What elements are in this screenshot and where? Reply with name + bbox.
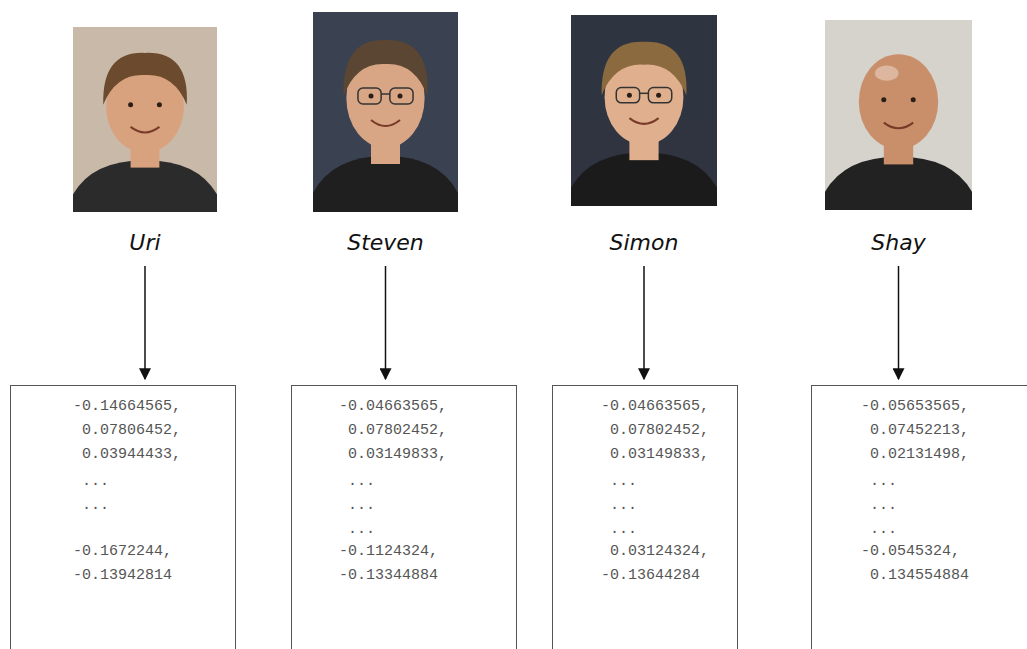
vector-value: ... <box>870 472 897 492</box>
person-node: Shay <box>825 20 972 258</box>
arrow-connector <box>643 266 645 379</box>
vector-value: -0.1672244, <box>73 542 172 562</box>
vector-value: 0.134554884 <box>870 566 969 586</box>
vector-value: -0.05653565, <box>861 397 969 417</box>
person-node: Steven <box>313 12 458 258</box>
vector-value: 0.07806452, <box>82 421 181 441</box>
vector-value: ... <box>610 472 637 492</box>
vector-value: -0.13344884 <box>339 566 438 586</box>
embedding-box: -0.04663565, 0.07802452, 0.03149833,......… <box>291 385 517 649</box>
vector-value: ... <box>610 496 637 516</box>
vector-value: 0.07802452, <box>348 421 447 441</box>
vector-value: ... <box>82 472 109 492</box>
vector-value: -0.13942814 <box>73 566 172 586</box>
vector-value: 0.07452213, <box>870 421 969 441</box>
arrow-connector <box>144 266 146 379</box>
arrow-connector <box>385 266 387 379</box>
embedding-box: -0.05653565, 0.07452213, 0.02131498,......… <box>811 385 1027 649</box>
vector-value: -0.0545324, <box>861 542 960 562</box>
vector-value: ... <box>348 472 375 492</box>
person-node: Uri <box>73 27 217 258</box>
vector-value: -0.13644284 <box>601 566 700 586</box>
vector-value: 0.03149833, <box>610 445 709 465</box>
vector-value: -0.14664565, <box>73 397 181 417</box>
vector-value: 0.02131498, <box>870 445 969 465</box>
arrow-connector <box>898 266 900 379</box>
embedding-box: -0.14664565, 0.07806452, 0.03944433,......… <box>10 385 236 649</box>
vector-value: ... <box>348 496 375 516</box>
vector-value: 0.07802452, <box>610 421 709 441</box>
person-name: Uri <box>129 230 160 256</box>
portrait-photo <box>825 20 972 210</box>
vector-value: 0.03149833, <box>348 445 447 465</box>
vector-value: -0.04663565, <box>601 397 709 417</box>
vector-value: ... <box>870 520 897 540</box>
portrait-photo <box>73 27 217 212</box>
vector-value: ... <box>82 496 109 516</box>
vector-value: 0.03124324, <box>610 542 709 562</box>
portrait-photo <box>313 12 458 212</box>
vector-value: ... <box>870 496 897 516</box>
person-name: Steven <box>347 230 424 256</box>
vector-value: ... <box>610 520 637 540</box>
person-name: Simon <box>610 230 679 256</box>
person-node: Simon <box>571 15 717 258</box>
vector-value: -0.04663565, <box>339 397 447 417</box>
vector-value: 0.03944433, <box>82 445 181 465</box>
person-name: Shay <box>871 230 925 256</box>
vector-value: ... <box>348 520 375 540</box>
embedding-box: -0.04663565, 0.07802452, 0.03149833,......… <box>552 385 738 649</box>
portrait-photo <box>571 15 717 206</box>
vector-value: -0.1124324, <box>339 542 438 562</box>
